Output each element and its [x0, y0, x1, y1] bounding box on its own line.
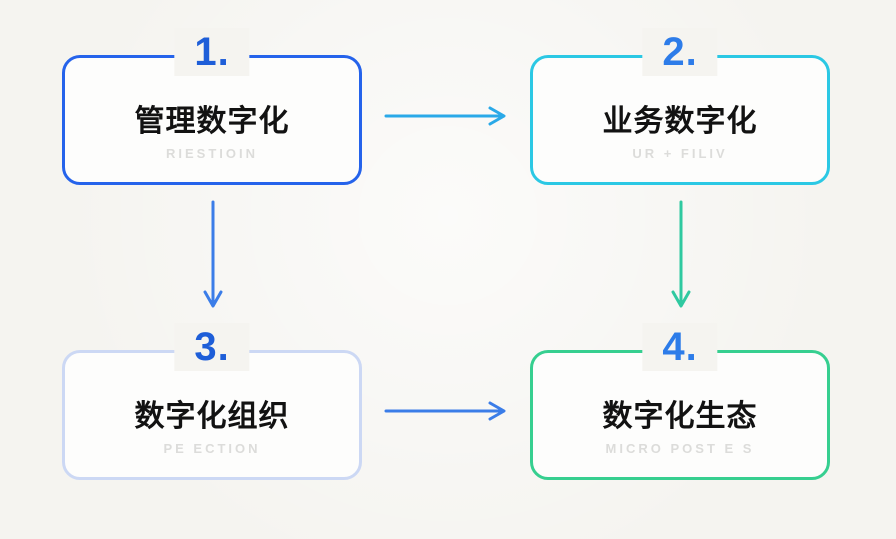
arrow-down-icon — [202, 200, 224, 318]
node-subtitle: RIESTIOIN — [165, 145, 258, 161]
node-subtitle: MICRO POST E S — [605, 440, 755, 456]
node-title: 数字化生态 — [602, 399, 758, 433]
node-management-digitalization: 1. 管理数字化 RIESTIOIN — [62, 28, 362, 185]
node-digital-organization: 3. 数字化组织 PE ECTION — [62, 323, 362, 480]
arrow-right-icon — [384, 400, 516, 422]
arrow-right-icon — [384, 105, 516, 127]
node-number: 3. — [174, 323, 250, 371]
node-title: 业务数字化 — [602, 104, 758, 138]
node-title: 数字化组织 — [134, 399, 290, 433]
node-business-digitalization: 2. 业务数字化 UR + FILIV — [530, 28, 830, 185]
arrow-down-icon — [670, 200, 692, 318]
node-number: 2. — [642, 28, 718, 76]
node-subtitle: PE ECTION — [163, 440, 261, 456]
node-number: 4. — [642, 323, 718, 371]
node-number: 1. — [174, 28, 250, 76]
node-subtitle: UR + FILIV — [632, 145, 728, 161]
node-title: 管理数字化 — [134, 104, 290, 138]
node-digital-ecosystem: 4. 数字化生态 MICRO POST E S — [530, 323, 830, 480]
